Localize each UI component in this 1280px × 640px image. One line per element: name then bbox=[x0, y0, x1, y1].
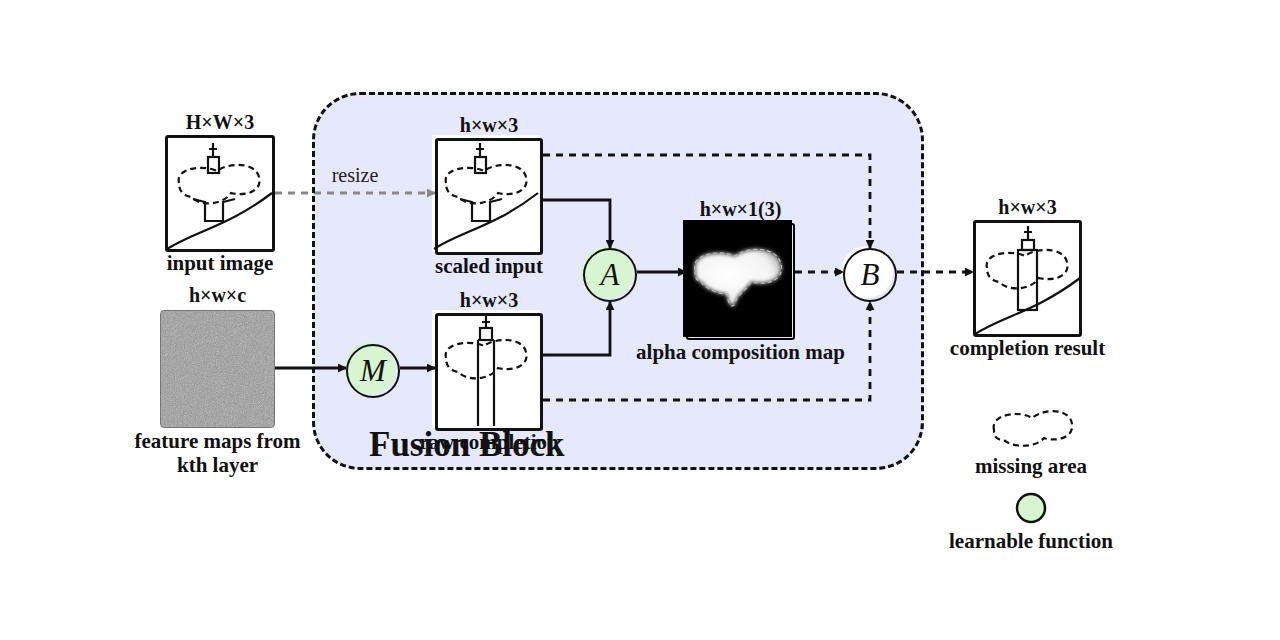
alpha-blob bbox=[695, 249, 782, 306]
edge-label: resize bbox=[332, 164, 379, 187]
legend-text: learnable function bbox=[949, 530, 1113, 554]
size-label: h×w×3 bbox=[460, 289, 518, 311]
node-label: input image bbox=[167, 252, 274, 276]
box-fill bbox=[432, 310, 540, 428]
raw-sketch bbox=[446, 316, 527, 426]
size-label: H×W×3 bbox=[186, 111, 254, 133]
image-box: h×w×3raw completion bbox=[435, 313, 543, 431]
node-label: scaled input bbox=[435, 255, 543, 279]
node-label: completion result bbox=[950, 337, 1105, 361]
flow-arrow bbox=[275, 367, 346, 370]
circle-fill bbox=[344, 342, 396, 394]
box-fill bbox=[973, 220, 1082, 337]
fusion-region: Fusion Blockh×w×3scaled inputMh×w×3raw c… bbox=[312, 92, 924, 470]
function-circle: A bbox=[583, 248, 637, 302]
image-box: h×w×3completion result bbox=[973, 220, 1082, 337]
image-box: h×w×cfeature maps from kth layer bbox=[160, 310, 275, 428]
flow-arrow bbox=[543, 155, 870, 248]
size-label: h×w×3 bbox=[998, 196, 1056, 218]
circle-fill bbox=[841, 246, 893, 298]
flow-arrow bbox=[543, 200, 610, 248]
legend-swatch bbox=[1017, 494, 1045, 522]
flow-arrow bbox=[795, 271, 843, 274]
input-sketch bbox=[167, 143, 272, 249]
flow-arrow bbox=[543, 302, 610, 355]
function-circle: M bbox=[346, 344, 400, 398]
size-label: h×w×3 bbox=[460, 114, 518, 136]
size-label: h×w×1(3) bbox=[700, 198, 782, 220]
legend-sample bbox=[994, 411, 1073, 446]
scaled-sketch bbox=[434, 143, 538, 249]
alpha-map-fill bbox=[683, 220, 792, 337]
function-symbol: B bbox=[861, 258, 880, 293]
feature-noise bbox=[161, 311, 274, 427]
feature-texture bbox=[161, 311, 274, 427]
region-fill bbox=[313, 93, 923, 469]
image-box: H×W×3input image bbox=[165, 135, 275, 252]
node-label: feature maps from kth layer bbox=[133, 430, 303, 477]
flow-arrow bbox=[275, 192, 435, 195]
circle-fill bbox=[581, 246, 633, 298]
box-fill bbox=[432, 135, 540, 252]
flow-arrow bbox=[543, 302, 870, 400]
function-symbol: A bbox=[601, 258, 620, 293]
box-fill bbox=[165, 135, 275, 252]
flow-arrow bbox=[400, 367, 435, 370]
legend-text: missing area bbox=[975, 455, 1087, 479]
flow-arrow bbox=[897, 271, 973, 274]
flow-arrow bbox=[637, 271, 686, 274]
function-symbol: M bbox=[360, 354, 386, 389]
node-label: alpha composition map bbox=[636, 341, 845, 365]
image-box: h×w×3scaled input bbox=[435, 138, 543, 255]
result-sketch bbox=[975, 226, 1080, 334]
function-circle: B bbox=[843, 248, 897, 302]
size-label: h×w×c bbox=[189, 284, 246, 306]
image-box: h×w×1(3)alpha composition map bbox=[686, 223, 795, 340]
node-label: raw completion bbox=[419, 431, 558, 455]
